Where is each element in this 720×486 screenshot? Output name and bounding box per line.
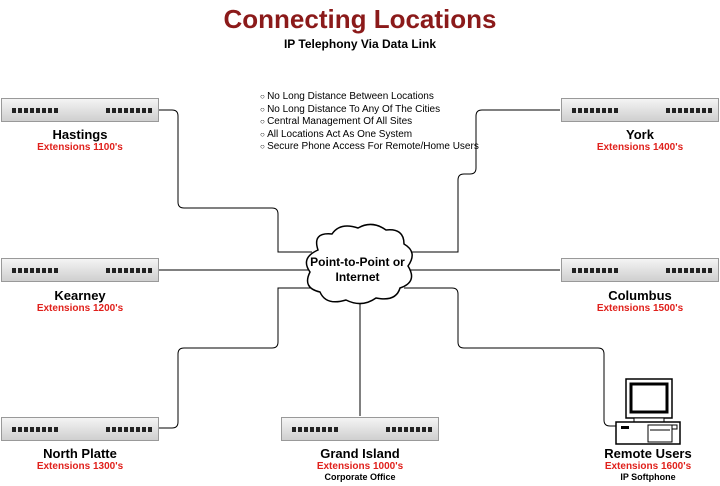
page-title: Connecting Locations (223, 4, 497, 34)
benefits-list: No Long Distance Between Locations No Lo… (260, 91, 479, 154)
location-name: North Platte (43, 446, 117, 461)
location-columbus: Columbus Extensions 1500's (560, 288, 720, 314)
location-name: Remote Users (604, 446, 692, 461)
location-york: York Extensions 1400's (560, 127, 720, 153)
phone-system-york (561, 98, 719, 122)
location-extensions: Extensions 1600's (604, 461, 692, 472)
bullet-item: No Long Distance To Any Of The Cities (260, 104, 479, 117)
link-york (402, 109, 560, 253)
phone-system-kearney (1, 258, 159, 282)
location-name: Grand Island (320, 446, 400, 461)
location-name: Hastings (52, 127, 108, 142)
link-north-platte (158, 287, 312, 429)
location-name: Kearney (54, 288, 106, 303)
location-name: Columbus (608, 288, 672, 303)
location-extensions: Extensions 1500's (596, 303, 684, 314)
location-name: York (626, 127, 654, 142)
bullet-item: Secure Phone Access For Remote/Home User… (260, 141, 479, 154)
computer-icon (615, 378, 681, 445)
cloud-shape (305, 223, 413, 305)
phone-system-columbus (561, 258, 719, 282)
location-extensions: Extensions 1400's (596, 142, 684, 153)
phone-system-grand-island (281, 417, 439, 441)
link-remote (404, 287, 620, 427)
bullet-item: All Locations Act As One System (260, 129, 479, 142)
location-hastings: Hastings Extensions 1100's (0, 127, 160, 153)
link-hastings (158, 109, 312, 253)
location-note: IP Softphone (620, 472, 676, 482)
location-extensions: Extensions 1000's (316, 461, 404, 472)
location-note: Corporate Office (324, 472, 396, 482)
cloud-label: Point-to-Point or Internet (300, 255, 415, 285)
cloud-label-line2: Internet (335, 270, 380, 284)
phone-system-north-platte (1, 417, 159, 441)
bullet-item: No Long Distance Between Locations (260, 91, 479, 104)
location-remote-users: Remote Users Extensions 1600's IP Softph… (568, 446, 720, 482)
location-north-platte: North Platte Extensions 1300's (0, 446, 160, 472)
page-subtitle: IP Telephony Via Data Link (283, 37, 437, 51)
location-kearney: Kearney Extensions 1200's (0, 288, 160, 314)
bullet-item: Central Management Of All Sites (260, 116, 479, 129)
phone-system-hastings (1, 98, 159, 122)
location-extensions: Extensions 1100's (37, 142, 123, 153)
location-extensions: Extensions 1300's (36, 461, 124, 472)
location-grand-island: Grand Island Extensions 1000's Corporate… (280, 446, 440, 482)
cloud-label-line1: Point-to-Point or (310, 255, 405, 269)
location-extensions: Extensions 1200's (36, 303, 124, 314)
